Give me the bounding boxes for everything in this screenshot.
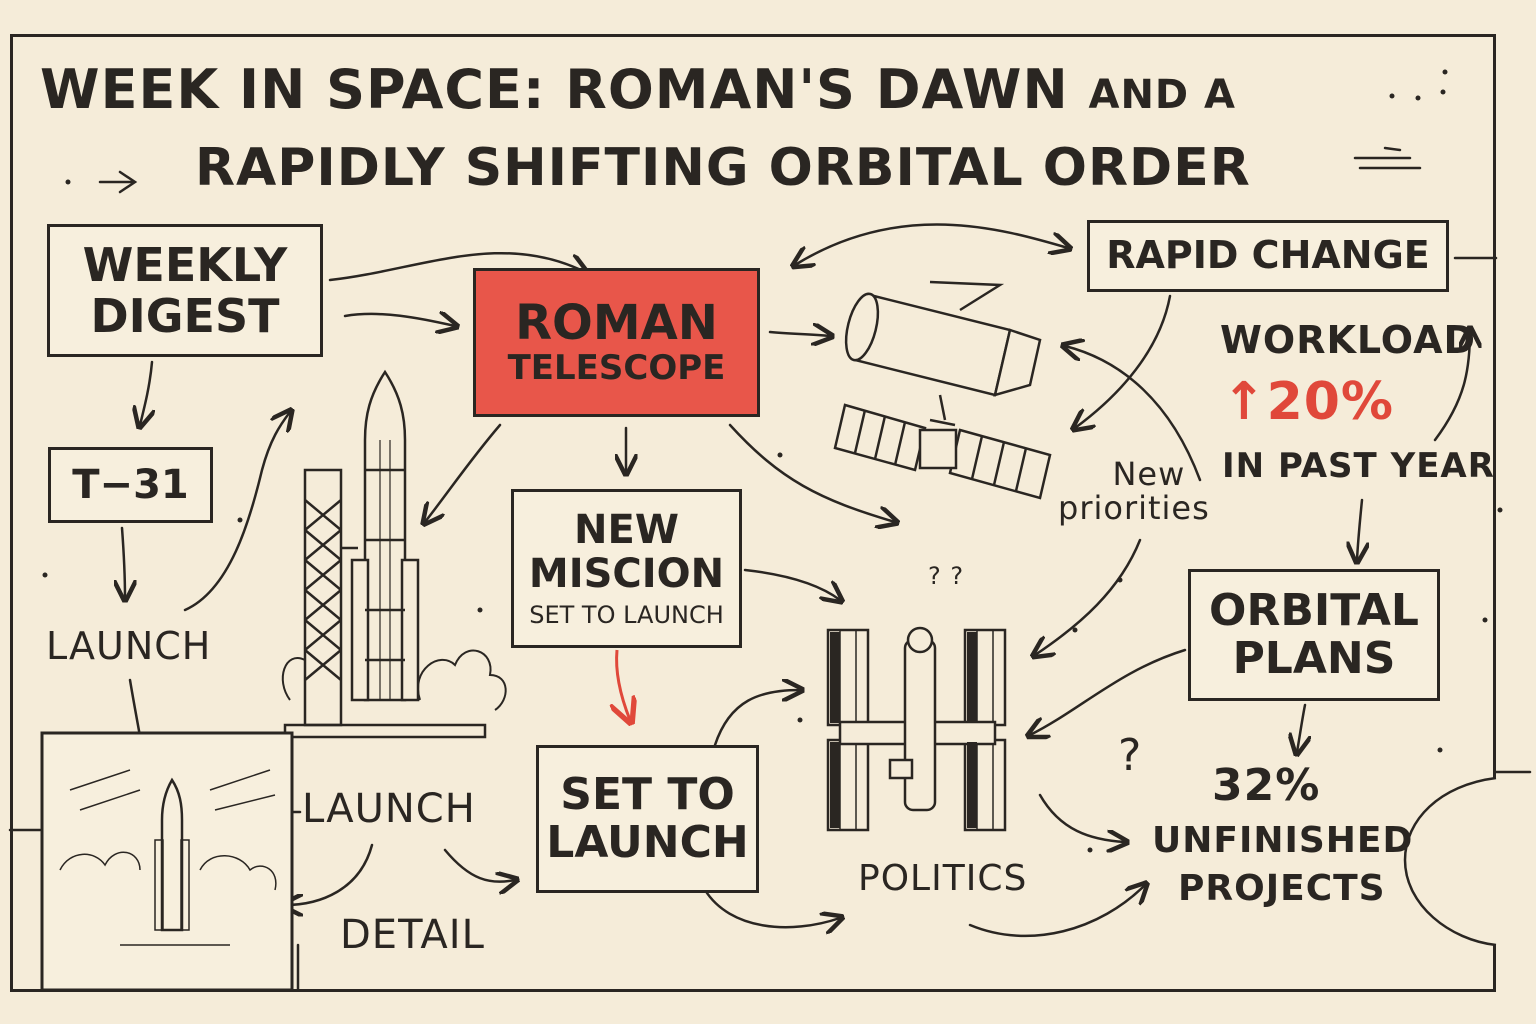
unfinished-value: 32%: [1212, 760, 1321, 811]
page-title-line-2: RAPIDLY SHIFTING ORBITAL ORDER: [195, 138, 1251, 198]
page-title-line-1: WEEK IN SPACE: ROMAN'S DAWN AND A: [40, 58, 1236, 121]
roman-line-1: ROMAN: [515, 295, 718, 352]
launch-label-bottom: LAUNCH: [302, 786, 476, 832]
red-arrow: [617, 649, 630, 720]
new-mission-line-3: SET TO LAUNCH: [529, 601, 724, 630]
launch-tower-icon: [283, 468, 487, 739]
title-main: WEEK IN SPACE: ROMAN'S DAWN: [40, 58, 1069, 121]
telescope-satellite-icon: [833, 280, 1052, 500]
question-mark: ?: [1118, 730, 1143, 781]
rocket-icon: [350, 369, 420, 702]
set-to-launch-box: SET TO LAUNCH: [536, 745, 759, 893]
set-to-launch-line-2: LAUNCH: [546, 817, 749, 868]
station-panels-shade: [830, 632, 977, 828]
title-small: AND A: [1088, 72, 1237, 118]
workload-period: IN PAST YEAR: [1222, 446, 1495, 486]
orbital-plans-line-2: PLANS: [1232, 633, 1396, 684]
workload-value: ↑20%: [1222, 372, 1395, 432]
new-mission-box: NEW MISCION SET TO LAUNCH: [511, 489, 742, 648]
new-priorities-line-2: priorities: [1058, 488, 1210, 527]
rapid-change-label: RAPID CHANGE: [1106, 233, 1430, 278]
orbital-plans-line-1: ORBITAL: [1209, 584, 1419, 636]
arrow-digest-to-roman-2: [343, 314, 455, 326]
politics-label: POLITICS: [858, 858, 1028, 899]
weekly-digest-box: WEEKLY DIGEST: [47, 224, 323, 357]
detail-label: DETAIL: [340, 912, 485, 958]
roman-line-2: TELESCOPE: [507, 348, 726, 389]
space-station-icon: [826, 626, 1007, 832]
unfinished-line-1: UNFINISHED: [1152, 820, 1414, 861]
weekly-digest-line-1: WEEKLY: [82, 237, 288, 292]
question-marks-doodle: ? ?: [928, 562, 965, 590]
new-priorities-label: New priorities: [1058, 455, 1210, 525]
arrow-digest-to-roman-1: [328, 251, 585, 282]
unfinished-line-2: PROJECTS: [1178, 868, 1386, 909]
weekly-digest-line-2: DIGEST: [90, 288, 280, 343]
workload-label: WORKLOAD: [1220, 318, 1477, 362]
set-to-launch-line-1: SET TO: [560, 768, 735, 820]
countdown-label: T−31: [72, 462, 189, 508]
smoke-clouds: [281, 649, 507, 711]
diagram-frame: [10, 34, 1496, 992]
planet-icon: [1403, 776, 1497, 947]
new-priorities-line-1: New: [1112, 455, 1186, 493]
countdown-box: T−31: [48, 447, 213, 523]
launch-label-left: LAUNCH: [46, 624, 212, 668]
launch-image-rocket-icon: [59, 769, 277, 946]
new-mission-line-2: MISCION: [528, 551, 725, 598]
roman-telescope-box: ROMAN TELESCOPE: [473, 268, 760, 417]
rapid-change-box: RAPID CHANGE: [1087, 220, 1449, 292]
new-mission-line-1: NEW: [574, 507, 679, 554]
orbital-plans-box: ORBITAL PLANS: [1188, 569, 1440, 701]
title-arrow-doodle: [98, 170, 138, 194]
